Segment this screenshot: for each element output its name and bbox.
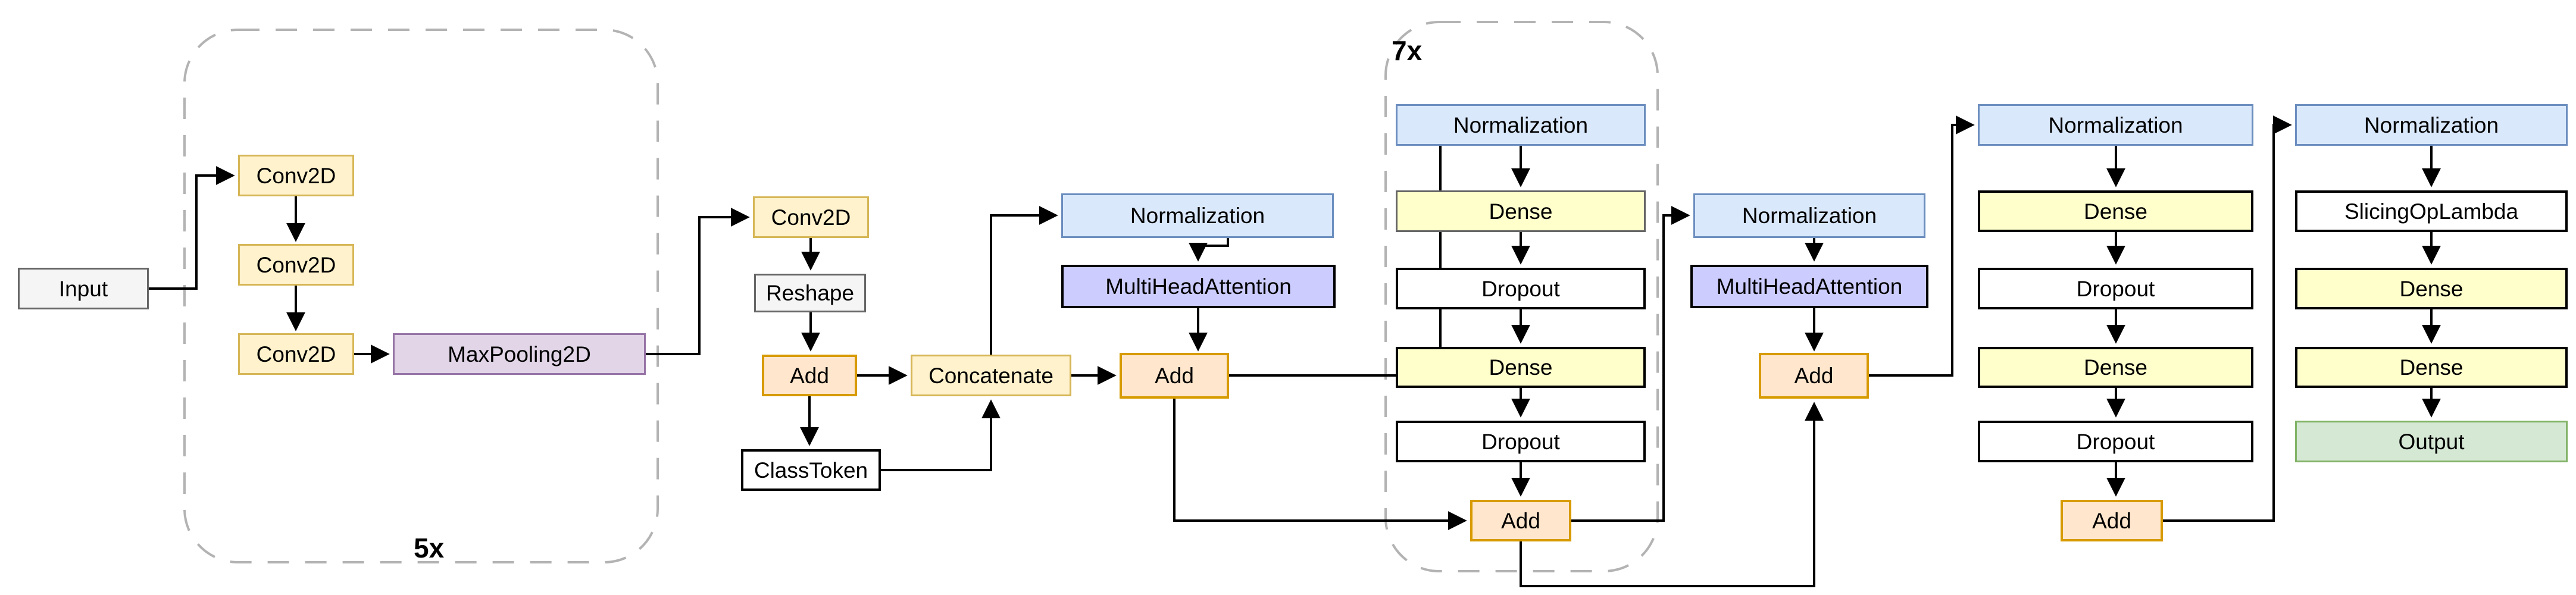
node-concatenate: Concatenate bbox=[911, 355, 1071, 396]
node-mha-1: MultiHeadAttention bbox=[1061, 265, 1336, 308]
node-conv2d-2: Conv2D bbox=[238, 244, 354, 286]
node-dropout-mlp-2b: Dropout bbox=[1978, 421, 2253, 462]
node-conv2d-1: Conv2D bbox=[238, 155, 354, 196]
edge-input-conv1 bbox=[149, 166, 235, 290]
container-5x bbox=[183, 29, 659, 563]
node-class-token: ClassToken bbox=[741, 449, 881, 491]
edge-add1-norm-mlp1 bbox=[1229, 146, 1442, 377]
node-add-attn-1: Add bbox=[1120, 353, 1229, 399]
node-norm-mlp-1: Normalization bbox=[1396, 104, 1646, 146]
node-output: Output bbox=[2295, 421, 2568, 462]
node-dense-mlp-1a: Dense bbox=[1396, 190, 1646, 232]
node-norm-mlp-2: Normalization bbox=[1978, 104, 2253, 146]
node-dense-mlp-1b: Dense bbox=[1396, 347, 1646, 388]
node-dense-head-1: Dense bbox=[2295, 268, 2568, 309]
edge-classtoken-concatenate bbox=[881, 399, 1001, 471]
node-dense-head-2: Dense bbox=[2295, 347, 2568, 388]
node-conv2d-3: Conv2D bbox=[238, 333, 354, 375]
node-input: Input bbox=[18, 268, 149, 309]
node-dense-mlp-2a: Dense bbox=[1978, 190, 2253, 232]
node-add-attn-2: Add bbox=[1759, 353, 1869, 399]
node-add-mlp-2: Add bbox=[2061, 500, 2163, 541]
node-norm-attn-2: Normalization bbox=[1693, 193, 1925, 238]
node-maxpooling2d: MaxPooling2D bbox=[393, 333, 646, 375]
edge-norm1-mha1 bbox=[1189, 238, 1229, 262]
node-dropout-mlp-1a: Dropout bbox=[1396, 268, 1646, 309]
edge-maxpool-conv4 bbox=[646, 208, 750, 355]
repeat-label-7x: 7x bbox=[1392, 35, 1423, 66]
edge-add2-norm-mlp2 bbox=[1869, 115, 1975, 377]
node-dropout-mlp-2a: Dropout bbox=[1978, 268, 2253, 309]
node-dropout-mlp-1b: Dropout bbox=[1396, 421, 1646, 462]
node-slicing-op-lambda: SlicingOpLambda bbox=[2295, 190, 2568, 232]
node-add-mlp-1: Add bbox=[1470, 500, 1571, 541]
node-norm-attn-1: Normalization bbox=[1061, 193, 1334, 238]
node-mha-2: MultiHeadAttention bbox=[1690, 265, 1928, 308]
edge-concatenate-norm1 bbox=[990, 206, 1058, 355]
repeat-label-5x: 5x bbox=[414, 533, 445, 563]
node-add-patch: Add bbox=[762, 355, 857, 396]
node-norm-head: Normalization bbox=[2295, 104, 2568, 146]
node-conv2d-4: Conv2D bbox=[753, 196, 869, 238]
node-dense-mlp-2b: Dense bbox=[1978, 347, 2253, 388]
node-reshape: Reshape bbox=[754, 274, 866, 312]
